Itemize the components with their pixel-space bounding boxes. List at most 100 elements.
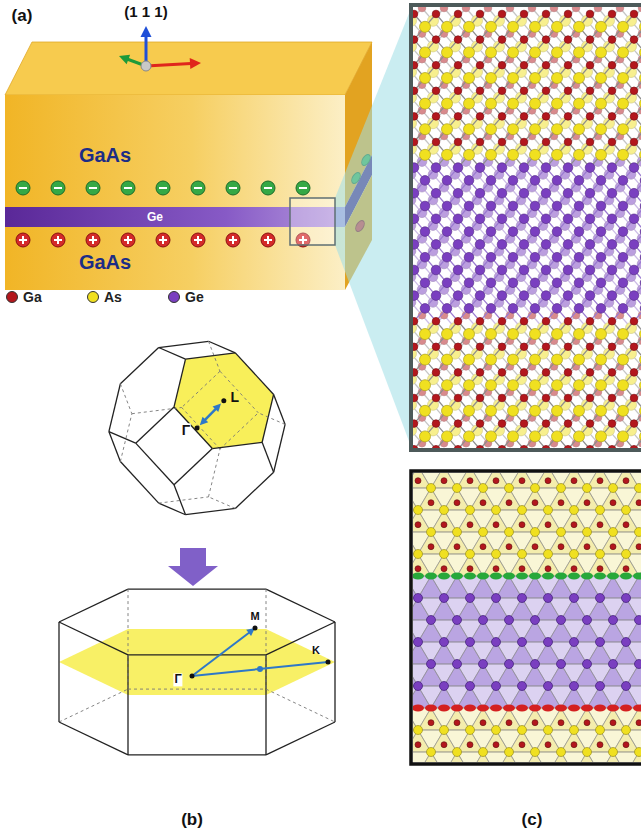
panel-ground — [411, 5, 641, 450]
negative-charge — [86, 181, 100, 195]
atom — [608, 61, 616, 69]
atom — [608, 36, 616, 44]
negative-charge — [121, 181, 135, 195]
negative-charge — [156, 181, 170, 195]
plus-sign — [232, 236, 234, 244]
atom — [586, 36, 594, 44]
minus-sign — [89, 187, 97, 189]
atom — [476, 10, 484, 18]
atom — [464, 21, 475, 32]
atomic-structure — [413, 7, 641, 448]
atom — [486, 47, 497, 58]
arrow-head — [119, 55, 130, 64]
atom — [464, 98, 475, 109]
atom — [564, 10, 572, 18]
atom — [498, 61, 506, 69]
interface-charges — [16, 153, 372, 247]
atom — [506, 7, 514, 12]
atom — [442, 98, 453, 109]
positive-charge — [86, 233, 100, 247]
atom — [498, 10, 506, 18]
atom — [498, 36, 506, 44]
atom — [640, 21, 641, 32]
atom — [618, 47, 629, 58]
minus-sign — [124, 187, 132, 189]
positive-charge — [121, 233, 135, 247]
atom — [530, 47, 541, 58]
atom — [420, 73, 431, 84]
atom — [640, 47, 641, 58]
atom — [462, 7, 470, 12]
plus-sign — [57, 236, 59, 244]
zoom-projection — [335, 6, 412, 449]
atom — [564, 61, 572, 69]
atom — [413, 61, 418, 69]
positive-charge — [51, 233, 65, 247]
atom — [574, 21, 585, 32]
atom — [520, 36, 528, 44]
atom — [440, 7, 448, 12]
positive-charge — [261, 233, 275, 247]
atom — [476, 61, 484, 69]
atom — [442, 73, 453, 84]
atom-layer — [413, 7, 641, 447]
atom-layer — [413, 10, 641, 448]
negative-charge — [226, 181, 240, 195]
atom — [413, 10, 418, 18]
axis-triad — [119, 26, 201, 71]
atom — [520, 61, 528, 69]
atom — [486, 73, 497, 84]
atom — [608, 10, 616, 18]
atom — [476, 87, 484, 95]
atom — [498, 87, 506, 95]
plus-sign — [267, 236, 269, 244]
negative-charge — [16, 181, 30, 195]
atom — [586, 10, 594, 18]
plus-sign — [197, 236, 199, 244]
axis-arrow — [146, 64, 191, 66]
atom — [630, 61, 638, 69]
atom — [618, 73, 629, 84]
arrow-head — [190, 58, 201, 69]
atom — [413, 36, 418, 44]
atom — [432, 87, 440, 95]
atom — [464, 73, 475, 84]
atom — [454, 87, 462, 95]
plus-sign — [22, 236, 24, 244]
atom — [454, 36, 462, 44]
atom — [528, 7, 536, 12]
minus-sign — [194, 187, 202, 189]
atom — [596, 21, 607, 32]
atom — [484, 7, 492, 12]
negative-charge — [296, 181, 310, 195]
slab — [5, 42, 372, 290]
atom — [542, 36, 550, 44]
atom — [550, 7, 558, 12]
atom — [572, 7, 580, 12]
top-face — [5, 42, 372, 95]
atom — [542, 87, 550, 95]
minus-sign — [54, 187, 62, 189]
arrow-head — [141, 26, 152, 37]
atom — [432, 10, 440, 18]
atom — [630, 36, 638, 44]
atom — [420, 47, 431, 58]
atom — [530, 21, 541, 32]
atom — [596, 73, 607, 84]
atom — [520, 87, 528, 95]
atom — [486, 21, 497, 32]
atom — [586, 61, 594, 69]
positive-charge — [191, 233, 205, 247]
atom — [630, 87, 638, 95]
layer-face — [5, 95, 345, 207]
atom — [586, 87, 594, 95]
atom — [464, 47, 475, 58]
atom — [640, 73, 641, 84]
minus-sign — [229, 187, 237, 189]
plus-sign — [92, 236, 94, 244]
atom — [508, 73, 519, 84]
atom — [418, 7, 426, 12]
atom — [552, 47, 563, 58]
minus-sign — [264, 187, 272, 189]
